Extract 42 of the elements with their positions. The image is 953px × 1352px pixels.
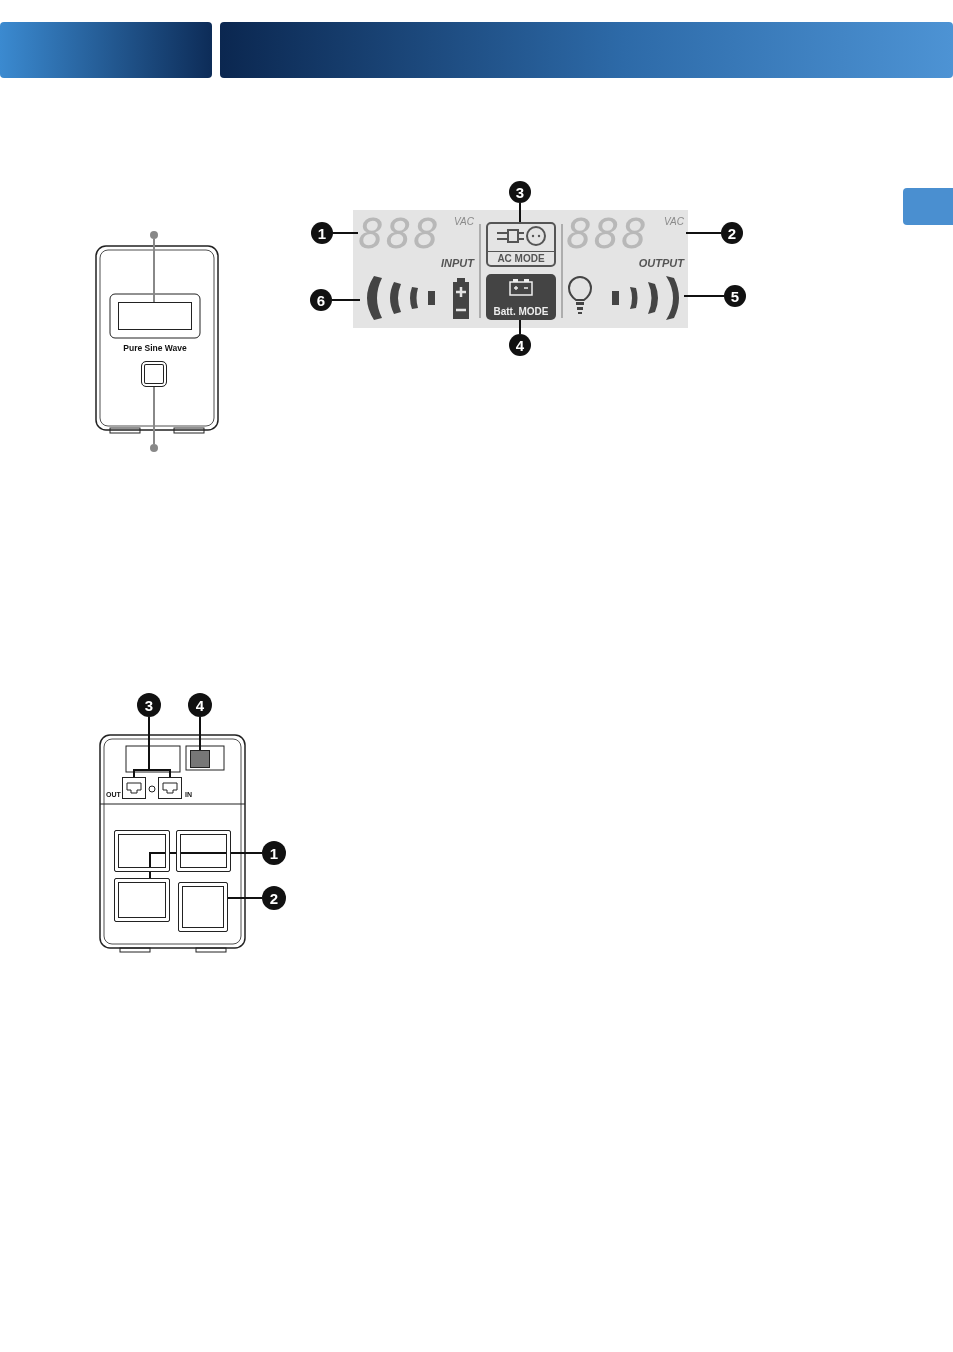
callout-number: 2 bbox=[262, 886, 286, 910]
rj45-port bbox=[158, 777, 182, 799]
battery-mode-indicator bbox=[486, 274, 556, 320]
callout-number: 3 bbox=[137, 693, 161, 717]
leader-line bbox=[153, 238, 155, 303]
unit-label: VAC bbox=[664, 216, 684, 227]
power-button bbox=[141, 361, 167, 387]
rj45-port bbox=[122, 777, 146, 799]
leader-line bbox=[683, 295, 725, 297]
leader-dot bbox=[150, 444, 158, 452]
leader-line bbox=[685, 232, 722, 234]
mode-label: AC MODE bbox=[488, 251, 554, 264]
input-socket bbox=[178, 882, 228, 932]
unit-label: VAC bbox=[454, 216, 474, 227]
callout-number: 1 bbox=[262, 841, 286, 865]
callout-number: 4 bbox=[509, 334, 531, 356]
callout-number: 3 bbox=[509, 181, 531, 203]
readout-label: INPUT bbox=[441, 257, 474, 269]
callout-number: 6 bbox=[310, 289, 332, 311]
callout-number: 1 bbox=[311, 222, 333, 244]
callout-number: 4 bbox=[188, 693, 212, 717]
leader-line bbox=[519, 202, 521, 223]
output-socket bbox=[114, 830, 170, 872]
lcd-screen bbox=[118, 302, 192, 330]
callout-number: 2 bbox=[721, 222, 743, 244]
leader-line bbox=[519, 319, 521, 335]
output-socket bbox=[176, 830, 231, 872]
mode-label: Batt. MODE bbox=[492, 306, 550, 317]
leader-line bbox=[149, 852, 263, 879]
leader-line bbox=[199, 716, 201, 751]
usb-port bbox=[190, 750, 210, 768]
leader-line bbox=[331, 299, 361, 301]
callout-number: 5 bbox=[724, 285, 746, 307]
ac-mode-indicator bbox=[486, 222, 556, 267]
panel-label: Pure Sine Wave bbox=[122, 343, 188, 353]
leader-line bbox=[153, 386, 155, 445]
readout-label: OUTPUT bbox=[638, 257, 684, 269]
leader-line bbox=[332, 232, 359, 234]
output-socket bbox=[114, 878, 170, 922]
leader-line bbox=[227, 897, 263, 899]
leader-line bbox=[148, 716, 171, 778]
leader-dot bbox=[150, 231, 158, 239]
